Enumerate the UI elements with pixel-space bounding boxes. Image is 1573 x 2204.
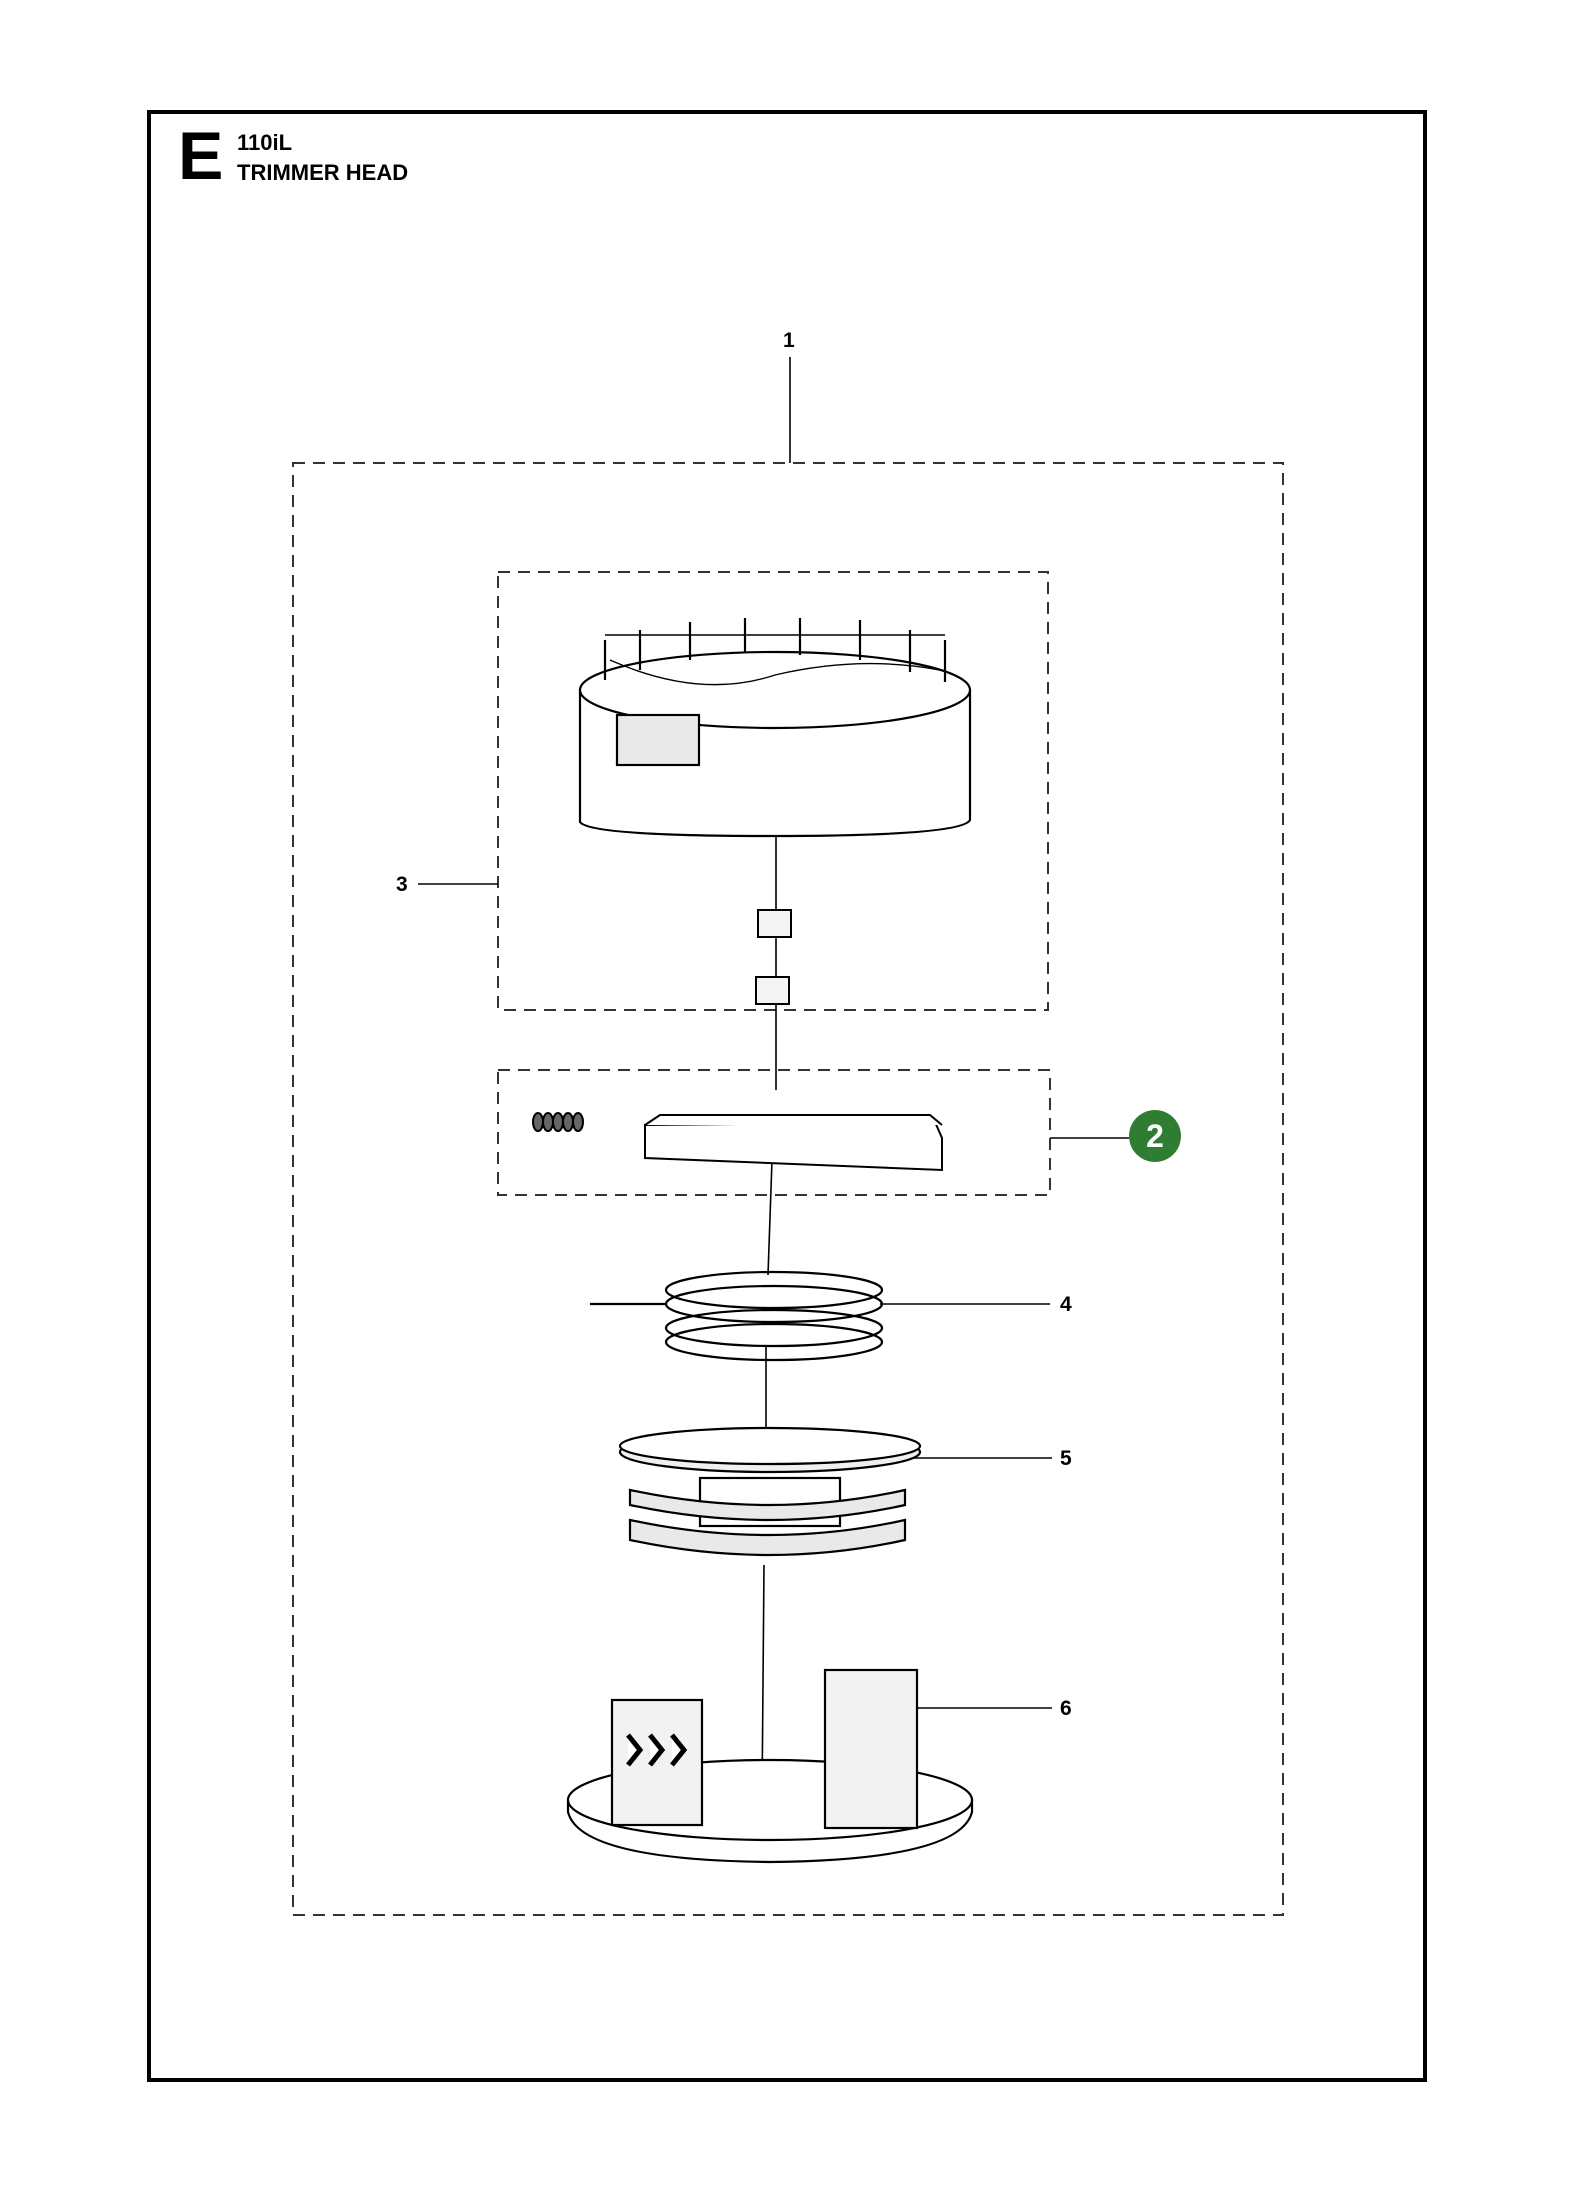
- spring-and-button: [532, 1112, 943, 1172]
- small-blocks: [755, 909, 792, 1005]
- callout-1: 1: [783, 329, 795, 352]
- trimmer-line: [590, 1270, 884, 1362]
- assembly-box-3: [497, 571, 1049, 1011]
- model-name: 110iL: [237, 130, 293, 155]
- bottom-cover: [566, 1668, 974, 1864]
- cutter-housing: [578, 618, 972, 838]
- callout-3: 3: [396, 873, 408, 896]
- callout-6: 6: [1060, 1697, 1072, 1720]
- assembly-box-2: [497, 1069, 1051, 1196]
- callout-4: 4: [1060, 1293, 1072, 1316]
- group-boxes: [292, 462, 1284, 1916]
- callout-2-highlighted[interactable]: 2: [1129, 1110, 1181, 1162]
- spool: [618, 1426, 922, 1557]
- leader-lines: [418, 357, 1129, 1801]
- callout-5: 5: [1060, 1447, 1072, 1470]
- page-title: TRIMMER HEAD: [237, 160, 409, 185]
- page-frame: [147, 110, 1427, 2082]
- section-letter: E: [178, 118, 224, 194]
